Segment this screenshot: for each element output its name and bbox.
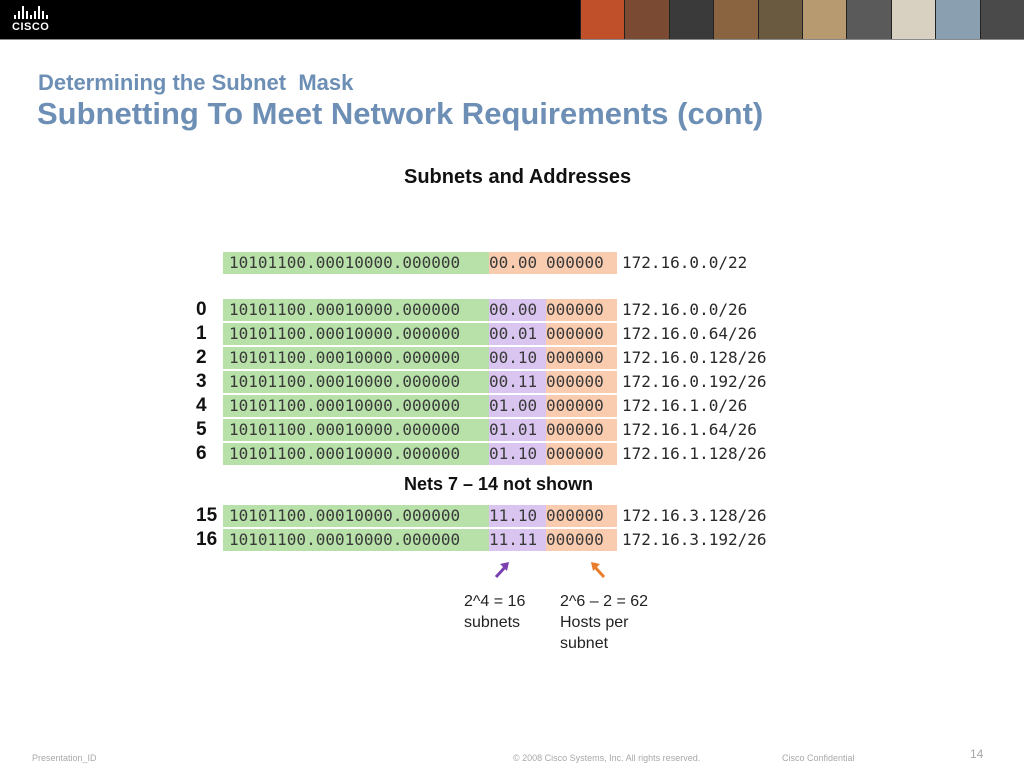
host-bits: 000000 [546, 505, 617, 527]
network-bits: 10101100.00010000.000000 [223, 505, 489, 527]
subnet-bits: 00.00 [489, 252, 546, 274]
network-bits: 10101100.00010000.000000 [223, 299, 489, 321]
network-bits: 10101100.00010000.000000 [223, 419, 489, 441]
cisco-bridge-icon [12, 6, 60, 19]
subnet-bits: 00.01 [489, 323, 546, 345]
subnet-address: 172.16.3.128/26 [622, 506, 767, 525]
subnet-index: 1 [196, 323, 207, 344]
presentation-id: Presentation_ID [32, 753, 97, 763]
subnet-bits: 00.10 [489, 347, 546, 369]
subnet-address: 172.16.0.0/26 [622, 300, 748, 319]
subnet-address: 172.16.0.64/26 [622, 324, 757, 343]
subnet-index: 4 [196, 395, 207, 416]
subnet-address: 172.16.1.64/26 [622, 420, 757, 439]
network-bits: 10101100.00010000.000000 [223, 371, 489, 393]
network-bits: 10101100.00010000.000000 [223, 323, 489, 345]
subnet-bits: 00.11 [489, 371, 546, 393]
subnet-bits: 00.00 [489, 299, 546, 321]
host-bits: 000000 [546, 419, 617, 441]
host-bits-arrow-icon [591, 562, 606, 579]
subnet-index: 5 [196, 419, 207, 440]
slide-subtitle: Determining the Subnet Mask [38, 70, 354, 95]
confidential-label: Cisco Confidential [782, 753, 855, 763]
subnet-bits-arrow-icon [494, 562, 509, 579]
slide-title: Subnetting To Meet Network Requirements … [37, 96, 764, 131]
photo-tile [935, 0, 980, 39]
subnet-index: 6 [196, 443, 207, 464]
subnet-bits: 11.10 [489, 505, 546, 527]
photo-tile [713, 0, 758, 39]
network-bits: 10101100.00010000.000000 [223, 347, 489, 369]
photo-tile [846, 0, 891, 39]
subnet-address: 172.16.1.0/26 [622, 396, 748, 415]
subnet-address: 172.16.0.192/26 [622, 372, 767, 391]
host-bits: 000000 [546, 252, 617, 274]
network-bits: 10101100.00010000.000000 [223, 252, 489, 274]
subnet-address: 172.16.3.192/26 [622, 530, 767, 549]
subnet-address: 172.16.1.128/26 [622, 444, 767, 463]
host-bits: 000000 [546, 299, 617, 321]
subnet-index: 0 [196, 299, 207, 320]
host-bits: 000000 [546, 443, 617, 465]
photo-tile [890, 0, 936, 39]
host-bits: 000000 [546, 323, 617, 345]
subnet-bits: 11.11 [489, 529, 546, 551]
subnet-index: 15 [196, 505, 218, 526]
host-bits: 000000 [546, 529, 617, 551]
subnet-bits: 01.10 [489, 443, 546, 465]
subnet-index: 2 [196, 347, 207, 368]
network-bits: 10101100.00010000.000000 [223, 395, 489, 417]
photo-tile [668, 0, 714, 39]
photo-tile [979, 0, 1024, 39]
host-bits: 000000 [546, 371, 617, 393]
photo-tile [802, 0, 847, 39]
header-bar: CISCO [0, 0, 1024, 40]
network-bits: 10101100.00010000.000000 [223, 529, 489, 551]
subnet-count-label: 2^4 = 16 subnets [464, 593, 526, 631]
subnet-bits: 01.01 [489, 419, 546, 441]
subnet-index: 16 [196, 529, 218, 550]
page-number: 14 [970, 747, 984, 761]
network-bits: 10101100.00010000.000000 [223, 443, 489, 465]
photo-tile [624, 0, 669, 39]
subnet-bits: 01.00 [489, 395, 546, 417]
network-address: 172.16.0.0/22 [622, 253, 748, 272]
host-bits: 000000 [546, 347, 617, 369]
cisco-logo: CISCO [12, 6, 60, 34]
photo-tile [757, 0, 803, 39]
photo-tile [580, 0, 625, 39]
subnet-index: 3 [196, 371, 207, 392]
copyright-notice: © 2008 Cisco Systems, Inc. All rights re… [513, 753, 701, 763]
photo-strip [580, 0, 1024, 39]
omitted-rows-note: Nets 7 – 14 not shown [404, 474, 594, 494]
figure-title: Subnets and Addresses [404, 166, 632, 188]
host-count-label: 2^6 – 2 = 62 Hosts per subnet [560, 593, 649, 652]
host-bits: 000000 [546, 395, 617, 417]
subnet-address: 172.16.0.128/26 [622, 348, 767, 367]
cisco-logo-text: CISCO [12, 21, 50, 33]
